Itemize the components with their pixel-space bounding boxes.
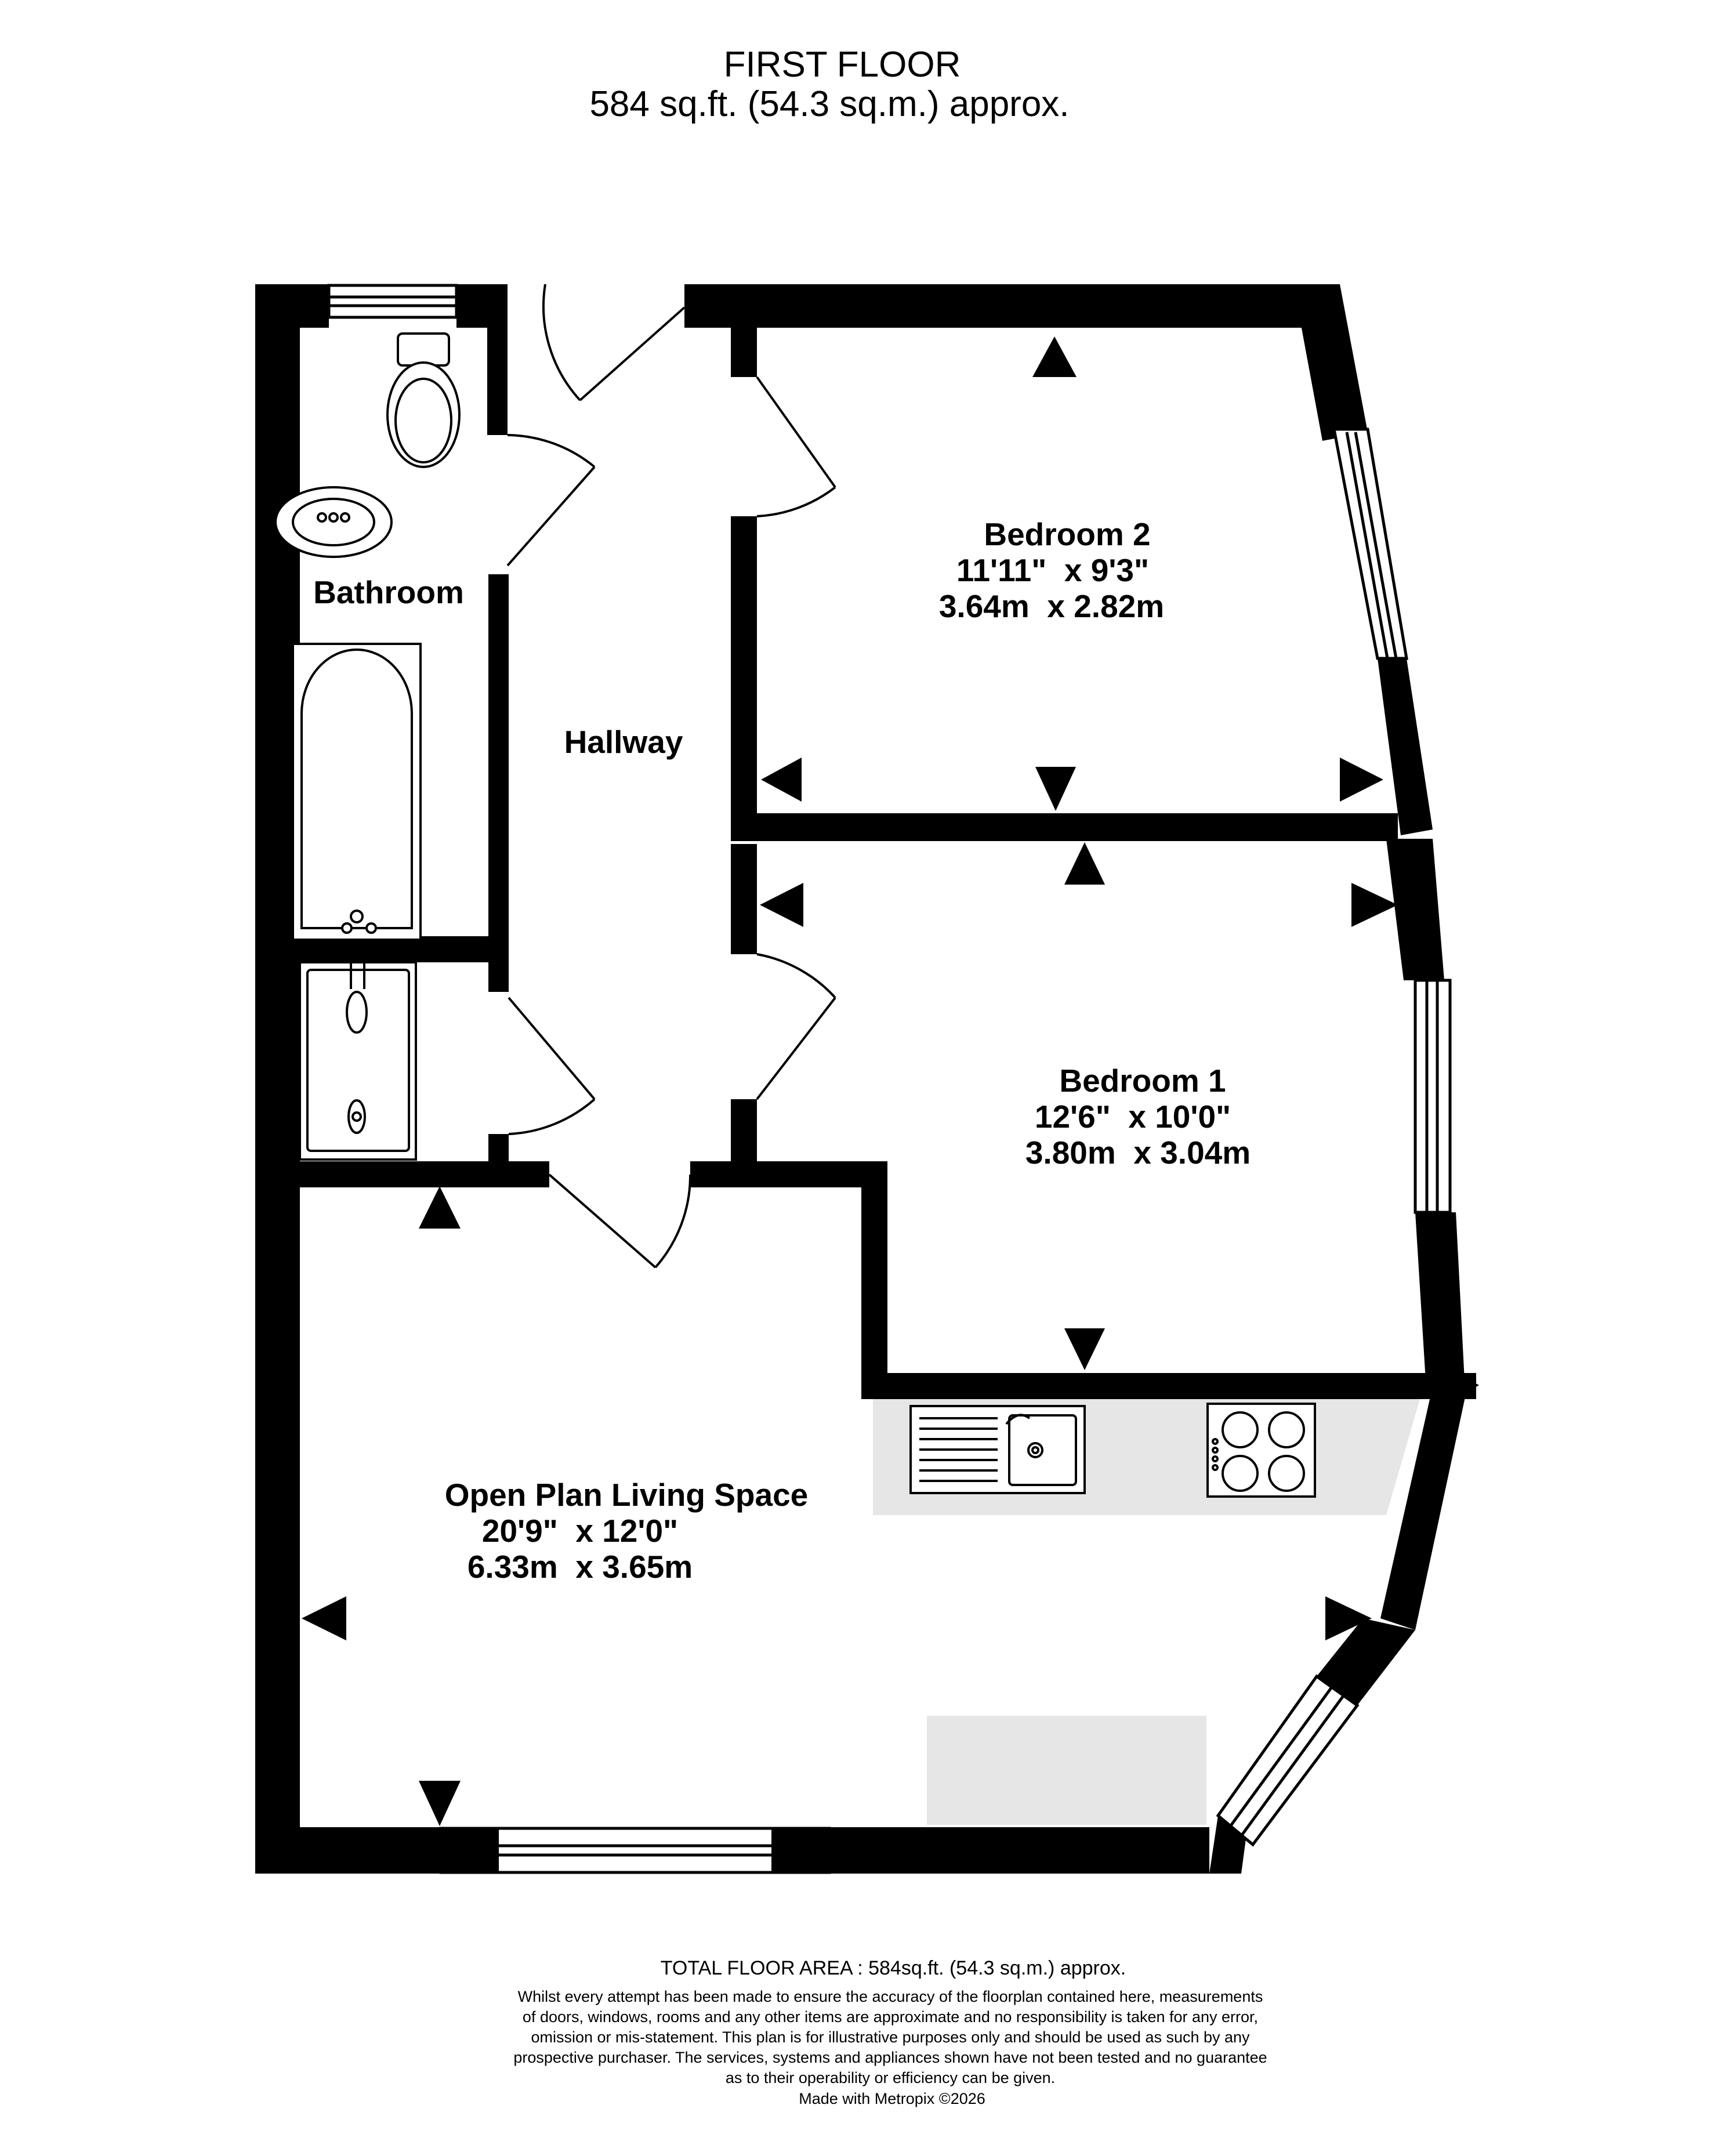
front-window-mullions — [441, 1827, 829, 1874]
toilet-icon — [386, 332, 461, 468]
bedroom2-name: Bedroom 2 — [984, 516, 1150, 552]
bathroom-label: Bathroom — [313, 574, 464, 610]
living-arrow-left — [302, 1596, 346, 1640]
bedroom1-metric: 3.80m x 3.04m — [1025, 1135, 1251, 1171]
bedroom2-arrow-left — [761, 758, 802, 802]
bedroom1-arrow-right — [1351, 883, 1398, 927]
bedroom2-arrow-right — [1340, 758, 1383, 802]
living-arrow-right — [1325, 1596, 1372, 1640]
floor-title: FIRST FLOOR — [724, 45, 961, 85]
floor-area: 584 sq.ft. (54.3 sq.m.) approx. — [589, 84, 1069, 124]
bathtub-icon — [292, 643, 422, 941]
made-with-credit: Made with Metropix ©2026 — [799, 2090, 985, 2107]
bedroom2-imperial: 11'11" x 9'3" — [956, 552, 1149, 588]
bedroom2-arrow-up — [1032, 336, 1077, 377]
living-label: Open Plan Living Space 20'9" x 12'0" 6.3… — [445, 1477, 809, 1585]
bedroom1-imperial: 12'6" x 10'0" — [1035, 1099, 1231, 1135]
bedroom1-arrow-left — [760, 883, 803, 927]
walls — [255, 284, 1476, 1874]
bathroom-door — [506, 434, 596, 567]
bedroom1-arrow-up — [1064, 842, 1105, 885]
disclaimer-line: as to their operability or efficiency ca… — [726, 2069, 1055, 2086]
bathroom-window — [327, 284, 458, 319]
living-arrow-right-corner — [1450, 1369, 1479, 1401]
living-name: Open Plan Living Space — [445, 1477, 809, 1513]
bedroom1-arrow-down — [1064, 1328, 1105, 1370]
bedroom2-window — [1332, 428, 1408, 660]
dimension-arrows — [302, 336, 1479, 1826]
living-door — [548, 1173, 692, 1269]
bedroom1-window — [1414, 979, 1452, 1214]
living-metric: 6.33m x 3.65m — [467, 1549, 693, 1585]
living-arrow-up — [419, 1186, 461, 1229]
living-bay-window — [1216, 1674, 1360, 1847]
total-floor-area: TOTAL FLOOR AREA : 584sq.ft. (54.3 sq.m.… — [661, 1957, 1126, 1979]
disclaimer-line: of doors, windows, rooms and any other i… — [523, 2008, 1258, 2026]
bedroom1-name: Bedroom 1 — [1059, 1063, 1226, 1099]
hob-icon — [1206, 1403, 1316, 1498]
disclaimer-line: omission or mis-statement. This plan is … — [531, 2028, 1250, 2046]
disclaimer-line: Whilst every attempt has been made to en… — [518, 1988, 1263, 2005]
shower-tray-icon — [299, 961, 417, 1161]
hallway-name: Hallway — [564, 724, 683, 760]
bedroom1-door — [756, 953, 836, 1100]
bedroom2-door — [756, 376, 836, 517]
entrance-door — [542, 284, 686, 401]
cupboard-unit — [927, 1716, 1206, 1825]
living-front-window — [439, 1827, 831, 1874]
wash-basin-icon — [274, 486, 393, 558]
living-imperial: 20'9" x 12'0" — [482, 1513, 678, 1549]
windows — [327, 284, 1452, 1874]
disclaimer: Whilst every attempt has been made to en… — [513, 1988, 1267, 2086]
doors — [506, 284, 836, 1269]
living-arrow-down — [419, 1781, 461, 1826]
disclaimer-line: prospective purchaser. The services, sys… — [513, 2049, 1267, 2066]
kitchen-sink-icon — [909, 1405, 1086, 1494]
hallway-label: Hallway — [564, 724, 683, 760]
bedroom2-metric: 3.64m x 2.82m — [939, 588, 1164, 624]
bedroom2-label: Bedroom 2 11'11" x 9'3" 3.64m x 2.82m — [939, 516, 1164, 624]
bedroom1-label: Bedroom 1 12'6" x 10'0" 3.80m x 3.04m — [1025, 1063, 1251, 1171]
shower-room-door — [508, 997, 596, 1135]
bathroom-name: Bathroom — [313, 574, 464, 610]
bedroom2-arrow-down — [1035, 767, 1076, 811]
